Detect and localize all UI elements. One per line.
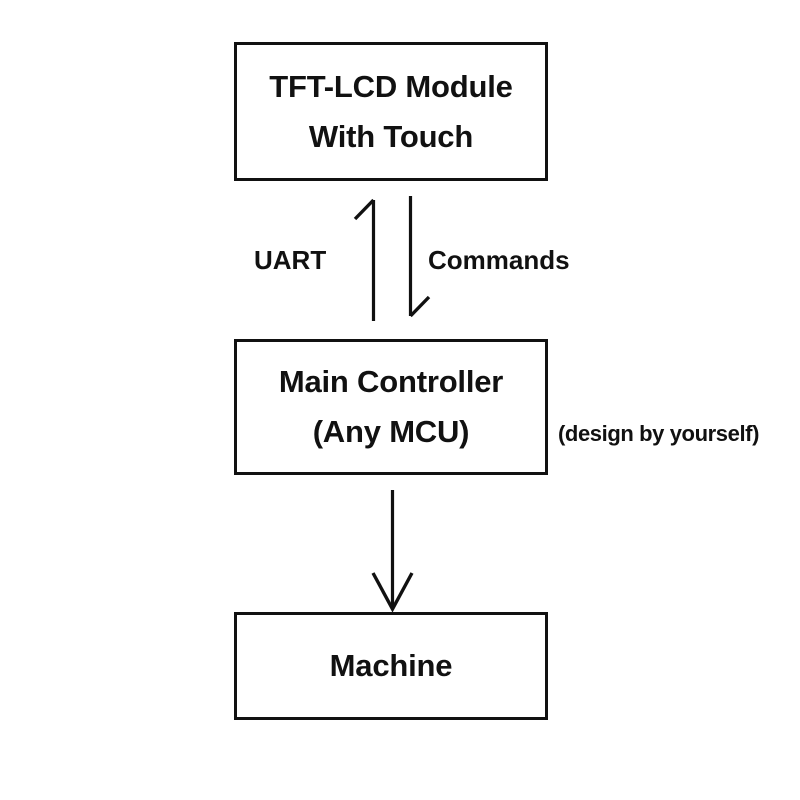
node-machine: Machine <box>234 612 548 720</box>
edge-label-uart: UART <box>254 245 327 275</box>
node-tft-lcd-module-line1: TFT-LCD Module <box>269 68 513 104</box>
node-machine-line1: Machine <box>329 648 453 683</box>
annotation-design-by-yourself: (design by yourself) <box>558 421 760 446</box>
edge-arrow-uart <box>353 198 376 321</box>
node-main-controller-line1: Main Controller <box>278 364 504 399</box>
edge-arrow-commands <box>408 196 431 318</box>
node-tft-lcd-module-line2: With Touch <box>308 118 474 154</box>
node-main-controller-line2: (Any MCU) <box>312 414 470 449</box>
edge-arrow-control <box>371 490 414 613</box>
node-main-controller: Main Controller (Any MCU) <box>234 339 548 475</box>
edge-label-commands: Commands <box>428 245 570 275</box>
node-tft-lcd-module: TFT-LCD Module With Touch <box>234 42 548 181</box>
